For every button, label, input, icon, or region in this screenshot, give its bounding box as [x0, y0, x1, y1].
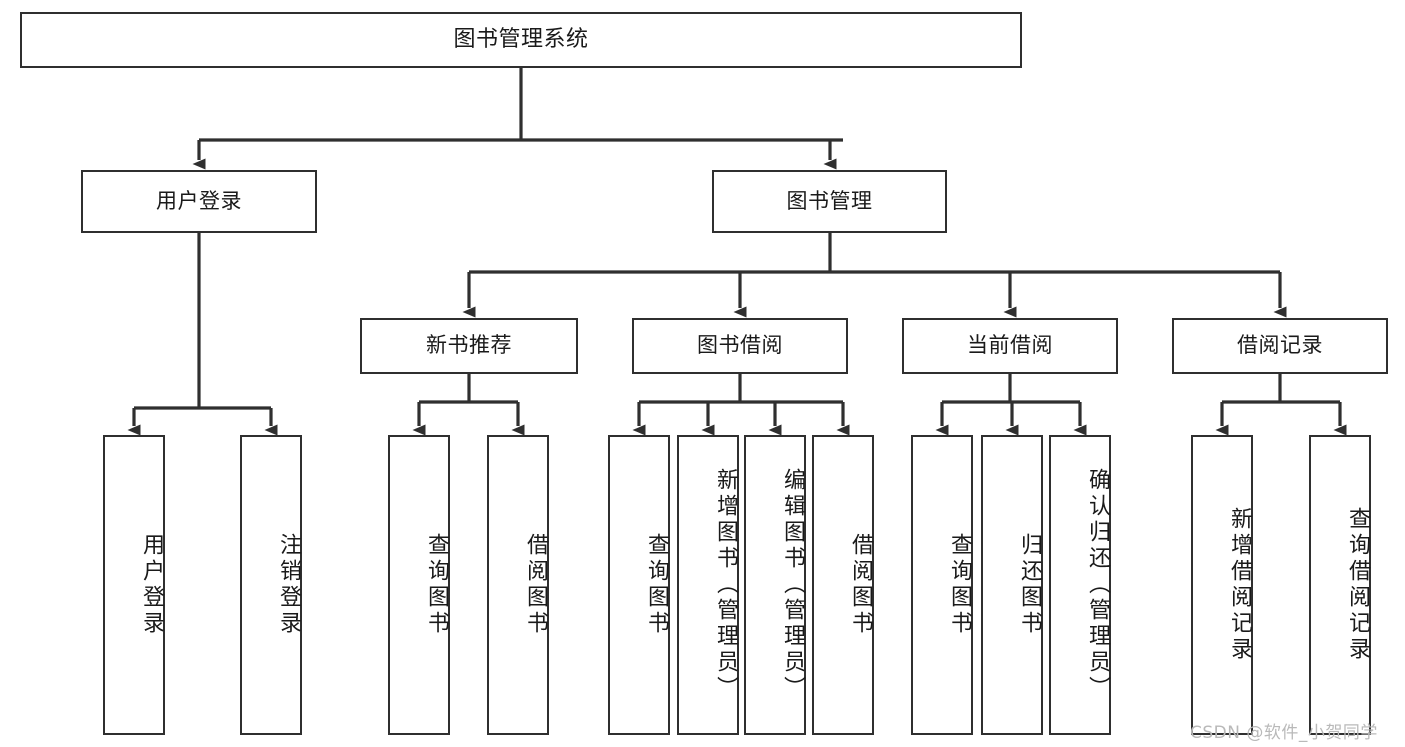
leaf-edit-book-admin-label: 编辑图书（管理员）	[780, 468, 805, 702]
node-book-borrow[interactable]: 图书借阅	[632, 318, 848, 374]
leaf-query-borrow-record-label: 查询借阅记录	[1345, 507, 1370, 663]
leaf-query-book-newbook[interactable]: 查询图书	[388, 435, 450, 735]
leaf-query-book-borrow-label: 查询图书	[644, 533, 669, 637]
node-borrow-record[interactable]: 借阅记录	[1172, 318, 1388, 374]
leaf-borrow-book-newbook-label: 借阅图书	[523, 533, 548, 637]
leaf-confirm-return-admin[interactable]: 确认归还（管理员）	[1049, 435, 1111, 735]
node-new-book-recommend-label: 新书推荐	[426, 333, 512, 358]
node-current-borrow[interactable]: 当前借阅	[902, 318, 1118, 374]
leaf-user-login-label: 用户登录	[139, 533, 164, 637]
leaf-query-borrow-record[interactable]: 查询借阅记录	[1309, 435, 1371, 735]
leaf-lend-book[interactable]: 借阅图书	[812, 435, 874, 735]
leaf-user-logout-label: 注销登录	[276, 533, 301, 637]
leaf-add-borrow-record[interactable]: 新增借阅记录	[1191, 435, 1253, 735]
leaf-edit-book-admin[interactable]: 编辑图书（管理员）	[744, 435, 806, 735]
node-root[interactable]: 图书管理系统	[20, 12, 1022, 68]
leaf-query-book-current[interactable]: 查询图书	[911, 435, 973, 735]
leaf-query-book-current-label: 查询图书	[947, 533, 972, 637]
leaf-user-login[interactable]: 用户登录	[103, 435, 165, 735]
node-user-login-label: 用户登录	[156, 188, 242, 213]
node-borrow-record-label: 借阅记录	[1237, 333, 1323, 358]
leaf-query-book-newbook-label: 查询图书	[424, 533, 449, 637]
node-current-borrow-label: 当前借阅	[967, 333, 1053, 358]
leaf-add-book-admin-label: 新增图书（管理员）	[713, 468, 738, 702]
node-book-management-label: 图书管理	[786, 188, 873, 213]
leaf-query-book-borrow[interactable]: 查询图书	[608, 435, 670, 735]
node-book-management[interactable]: 图书管理	[712, 170, 947, 233]
leaf-borrow-book-newbook[interactable]: 借阅图书	[487, 435, 549, 735]
leaf-return-book[interactable]: 归还图书	[981, 435, 1043, 735]
node-user-login[interactable]: 用户登录	[81, 170, 317, 233]
node-new-book-recommend[interactable]: 新书推荐	[360, 318, 578, 374]
watermark: CSDN @软件_小贺同学	[1190, 723, 1378, 743]
leaf-user-logout[interactable]: 注销登录	[240, 435, 302, 735]
node-root-label: 图书管理系统	[453, 26, 589, 52]
leaf-add-book-admin[interactable]: 新增图书（管理员）	[677, 435, 739, 735]
node-book-borrow-label: 图书借阅	[697, 333, 783, 358]
leaf-add-borrow-record-label: 新增借阅记录	[1227, 507, 1252, 663]
leaf-lend-book-label: 借阅图书	[848, 533, 873, 637]
leaf-confirm-return-admin-label: 确认归还（管理员）	[1085, 468, 1110, 702]
leaf-return-book-label: 归还图书	[1017, 533, 1042, 637]
